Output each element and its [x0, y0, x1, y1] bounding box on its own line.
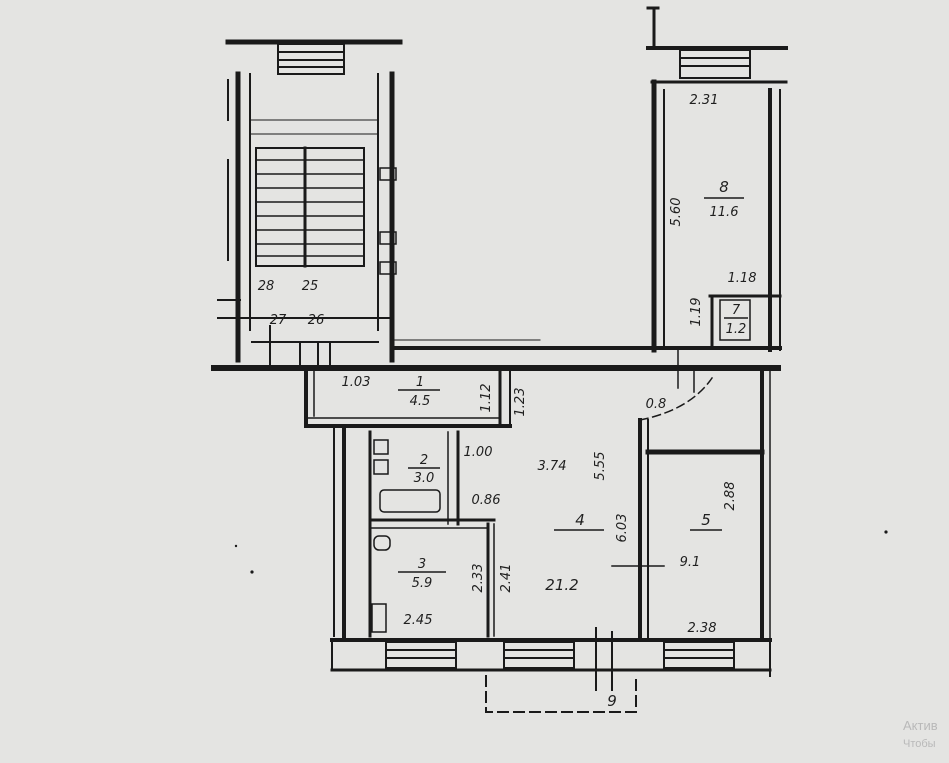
dimension-label: 1.19 — [689, 298, 704, 327]
room-1-walls — [304, 368, 512, 428]
dimension-label: 2.38 — [688, 621, 717, 636]
room-3-area: 5.9 — [412, 576, 433, 591]
room-4-area: 21.2 — [545, 576, 578, 594]
dimension-label: 1.18 — [728, 271, 757, 286]
dimension-labels: 2.31 5.60 1.18 1.19 1.03 1.12 1.23 1.00 … — [342, 93, 757, 636]
dimension-label: 1.23 — [513, 388, 528, 417]
dimension-label: 2.41 — [499, 564, 514, 593]
watermark-line-1: Актив — [903, 718, 938, 733]
room-2-3-walls — [333, 426, 496, 638]
room-4-number: 4 — [575, 511, 585, 529]
dimension-label: 3.74 — [538, 459, 567, 474]
room-2-number: 2 — [420, 453, 428, 468]
room-7-area: 1.2 — [726, 322, 747, 337]
dimension-label: 2.31 — [690, 93, 719, 108]
room-labels: 8 11.6 7 1.2 1 4.5 2 3.0 3 5.9 4 21.2 5 … — [410, 178, 747, 710]
room-8-walls — [646, 6, 788, 353]
stair-number: 26 — [308, 313, 325, 328]
bottom-wall — [330, 627, 772, 713]
dimension-label: 1.12 — [479, 384, 494, 413]
room-1-area: 4.5 — [410, 394, 431, 409]
room-7-number: 7 — [732, 303, 741, 318]
room-9-number: 9 — [607, 692, 617, 710]
room-5-number: 5 — [701, 511, 711, 529]
dimension-label: 5.55 — [593, 452, 608, 481]
main-corridor-walls — [211, 339, 782, 371]
stair-numbers: 28 25 27 26 — [258, 279, 325, 328]
dimension-label: 6.03 — [615, 514, 630, 543]
stair-number: 28 — [258, 279, 275, 294]
room-3-number: 3 — [418, 557, 426, 572]
room-2-area: 3.0 — [414, 471, 435, 486]
staircase-block — [217, 39, 403, 367]
room-4-5-walls — [611, 347, 771, 642]
stair-number: 27 — [270, 313, 287, 328]
dimension-label: 2.45 — [404, 613, 433, 628]
dimension-label: 5.60 — [669, 198, 684, 227]
dimension-label: 0.8 — [646, 397, 667, 412]
dimension-label: 2.88 — [723, 482, 738, 511]
room-8-area: 11.6 — [710, 205, 739, 220]
room-5-area: 9.1 — [680, 555, 701, 570]
dimension-label: 1.00 — [464, 445, 493, 460]
dimension-label: 1.03 — [342, 375, 371, 390]
room-1-number: 1 — [416, 375, 424, 390]
dimension-label: 2.33 — [471, 564, 486, 593]
room-8-number: 8 — [719, 178, 729, 196]
watermark-line-2: Чтобы — [903, 738, 936, 750]
stair-number: 25 — [302, 279, 319, 294]
dimension-label: 0.86 — [472, 493, 501, 508]
